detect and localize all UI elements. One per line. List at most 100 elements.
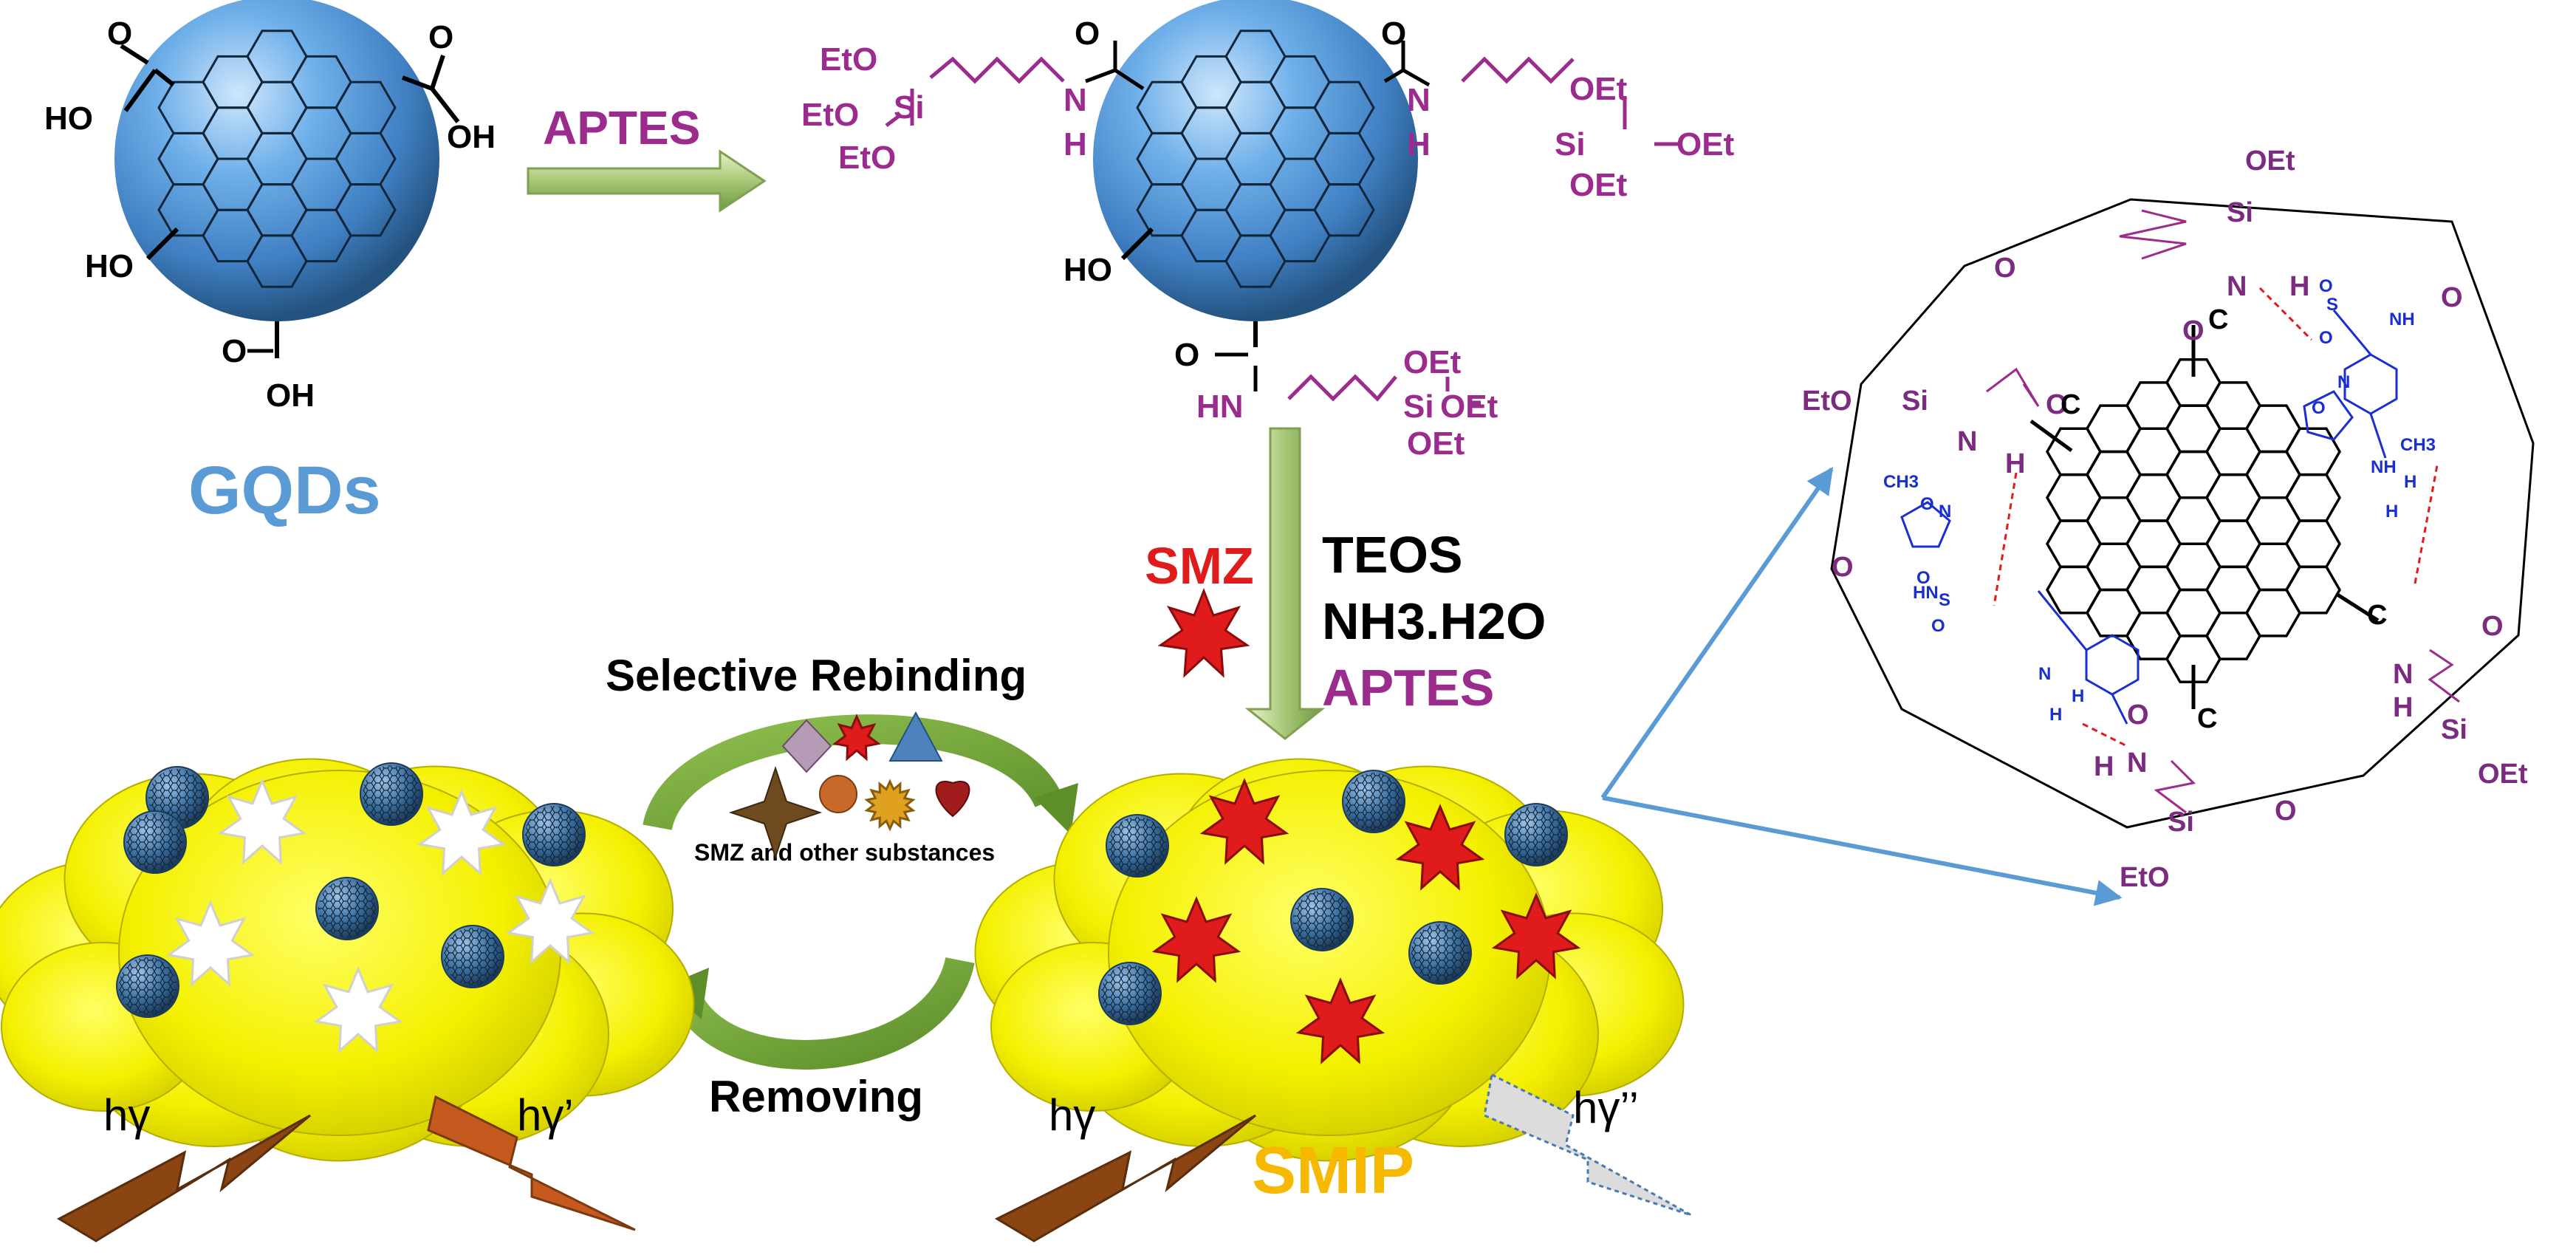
silane-left-n: N	[1063, 82, 1087, 118]
empty-cavity-0	[217, 778, 307, 865]
zoom-blue-label-17: N	[2038, 664, 2051, 684]
gqd-dot-right-0-lattice	[1345, 773, 1402, 830]
zoom-blue-label-1: S	[2326, 295, 2338, 315]
zoom-label-22: EtO	[2120, 862, 2170, 893]
zoom-label-25: C	[2061, 389, 2080, 420]
smz-stars	[1151, 778, 1581, 1064]
silane-bottom-o: O	[1174, 337, 1199, 373]
silane-bottom-hn: HN	[1196, 389, 1244, 425]
cycle-middle-label: SMZ and other substances	[694, 839, 995, 866]
gqd-left-oh-1: OH	[447, 119, 496, 155]
substance-triangle	[888, 711, 943, 762]
zoom-label-6: EtO	[1802, 386, 1852, 417]
gqd-left-ho-2: HO	[85, 248, 134, 284]
gqd-left: HO O O OH HO O OH GQDs	[44, 0, 496, 528]
light-bolts: hγ hγ’ hγ hγ’’	[56, 1073, 1692, 1242]
zoom-blue-label-12: N	[1939, 502, 1951, 522]
zoom-blue-label-0: O	[2319, 276, 2333, 296]
gqd-dots-left	[116, 762, 586, 1018]
mip-right: SMIP	[974, 758, 1685, 1208]
zoom-label-24: C	[2208, 304, 2228, 335]
substance-drop	[819, 775, 857, 813]
zoom-label-10: O	[2046, 389, 2068, 420]
zoom-blue-label-14: S	[1939, 590, 1950, 610]
zoom-blue-label-7: NH	[2371, 457, 2397, 477]
gqd-dot-right-4-lattice	[1411, 924, 1469, 982]
zoom-label-4: H	[2289, 271, 2309, 302]
gqd-dot-right-2-lattice	[1109, 817, 1166, 875]
gqd-left-bonds	[120, 44, 460, 358]
silane-bottom-oet-3: OEt	[1407, 425, 1465, 462]
cycle-rebinding-label: Selective Rebinding	[606, 651, 1027, 700]
gqd-sphere-top	[1093, 0, 1418, 321]
zoom-blue-label-13: HN	[1913, 583, 1939, 603]
silane-ho: HO	[1063, 252, 1112, 288]
silane-bottom-oet-2: OEt	[1440, 389, 1498, 425]
empty-cavity-2	[165, 900, 256, 987]
gqd-dot-left-3-lattice	[126, 813, 184, 871]
empty-cavity-4	[313, 966, 403, 1053]
zoom-arrows	[1600, 467, 2123, 906]
silane-bottom-si: Si	[1403, 389, 1434, 425]
gqd-dot-right-3-lattice	[1293, 891, 1351, 948]
bolt-left-2	[427, 1095, 636, 1231]
zoom-label-8: N	[1957, 426, 1977, 457]
gqd-label: GQDs	[188, 453, 381, 528]
silane-left-eto-3: EtO	[838, 140, 896, 176]
step2-reagent-aptes: APTES	[1322, 659, 1494, 717]
smz-star-template-shape	[1157, 587, 1250, 678]
gqd-left-o-3: O	[222, 333, 247, 369]
zoom-hex-36	[2165, 635, 2222, 683]
zoom-blue-label-10: CH3	[1883, 472, 1919, 492]
silane-left-si: Si	[894, 89, 925, 126]
zoom-blue-label-18: H	[2072, 686, 2084, 706]
zoom-blue-label-9: H	[2385, 502, 2398, 522]
zoom-label-20: O	[2127, 700, 2149, 731]
light-left-2: hγ’	[517, 1090, 574, 1140]
light-right-2: hγ’’	[1573, 1083, 1639, 1132]
silane-right-oet-1: OEt	[1569, 71, 1628, 107]
silane-right-h: H	[1407, 126, 1431, 163]
empty-cavity-3	[505, 878, 595, 965]
gqd-dot-left-6-lattice	[119, 957, 177, 1015]
mip-left	[0, 758, 695, 1162]
smz-structures	[1900, 310, 2398, 725]
gqd-dot-right-1-lattice	[1507, 806, 1565, 864]
step1-reagent: APTES	[543, 101, 700, 154]
zoom-blue-label-16: O	[1931, 616, 1945, 636]
step2-reagent-ammonia: NH3.H2O	[1322, 592, 1546, 650]
gqd-dot-left-5-lattice	[444, 928, 501, 985]
zoom-label-18: H	[2094, 751, 2114, 782]
bolt-right-1	[994, 1114, 1256, 1242]
substance-heart	[935, 781, 970, 818]
substance-sun	[864, 779, 916, 832]
gqd-dot-left-4-lattice	[318, 880, 376, 937]
cycle: Selective Rebinding SMZ and other substa…	[606, 651, 1078, 1121]
zoom-blue-label-15: O	[1916, 568, 1931, 588]
step1-arrow: APTES	[527, 101, 767, 213]
top-hex-17	[1313, 183, 1375, 237]
bolt-left-1	[56, 1114, 311, 1242]
gqd-dot-left-2-lattice	[525, 806, 583, 864]
zoom-label-14: N	[2393, 659, 2413, 690]
gqd-left-o-2: O	[428, 19, 453, 55]
zoom-blue-label-4: O	[2312, 398, 2326, 418]
left-hex-18	[246, 234, 308, 288]
zoom-label-11: O	[2441, 282, 2463, 313]
smz-star-0	[1199, 778, 1289, 865]
zoom-label-5: O	[2182, 315, 2205, 346]
smz-star-template	[1157, 587, 1250, 678]
graphene-core	[2045, 358, 2342, 683]
silane-right-oet-2: OEt	[1676, 126, 1735, 163]
zoom-label-12: O	[1832, 552, 1854, 583]
zoom-hex-35	[2244, 588, 2302, 637]
gqd-dots-right	[1098, 770, 1568, 1025]
cycle-removing-label: Removing	[709, 1072, 923, 1121]
smz-star-4	[1295, 977, 1385, 1064]
empty-cavity-1	[417, 789, 507, 876]
zoom-label-23: O	[2275, 796, 2297, 827]
silane-right-oet-3: OEt	[1569, 167, 1628, 203]
zoom-label-26: C	[2367, 600, 2387, 631]
